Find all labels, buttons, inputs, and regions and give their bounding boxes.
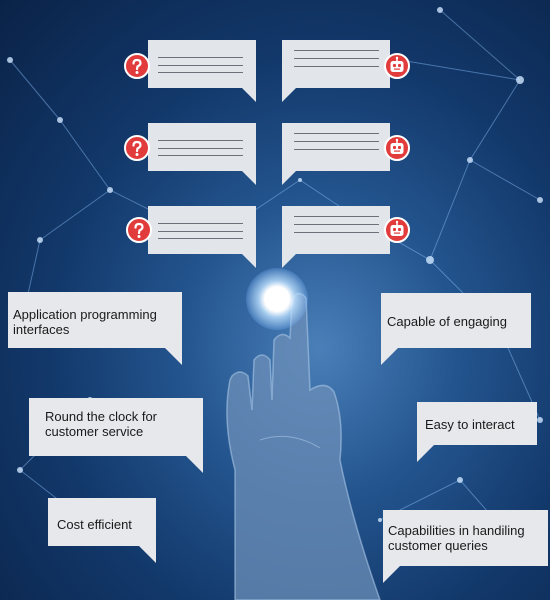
callout-engaging: Capable of engaging [381,293,531,365]
callout-engaging-text: Capable of engaging [387,314,507,329]
robot-icon [384,135,410,161]
question-chat-bubble [148,123,256,185]
bot-chat-bubble [282,123,390,185]
question-mark-icon [124,53,150,79]
callout-round-the-clock: Round the clock for customer service [29,398,203,473]
question-mark-icon [124,135,150,161]
question-chat-bubble [148,206,256,268]
bot-chat-bubble [282,40,390,102]
callout-customer-queries-text: Capabilities in handiling customer queri… [388,523,525,553]
callout-easy-to-interact-text: Easy to interact [425,417,515,432]
callout-api-text: Application programming interfaces [13,307,157,337]
callout-easy-to-interact: Easy to interact [417,402,537,462]
robot-icon [384,53,410,79]
bot-chat-bubble [282,206,390,268]
robot-icon [384,217,410,243]
robot-hand-illustration [226,292,381,600]
question-chat-bubble [148,40,256,102]
touch-glow [246,268,308,330]
callout-round-the-clock-text: Round the clock for customer service [45,409,158,439]
question-mark-icon [126,217,152,243]
callout-cost-efficient: Cost efficient [48,498,156,563]
callout-api: Application programming interfaces [8,292,182,365]
callout-cost-efficient-text: Cost efficient [57,517,132,532]
callout-customer-queries: Capabilities in handiling customer queri… [383,510,548,583]
